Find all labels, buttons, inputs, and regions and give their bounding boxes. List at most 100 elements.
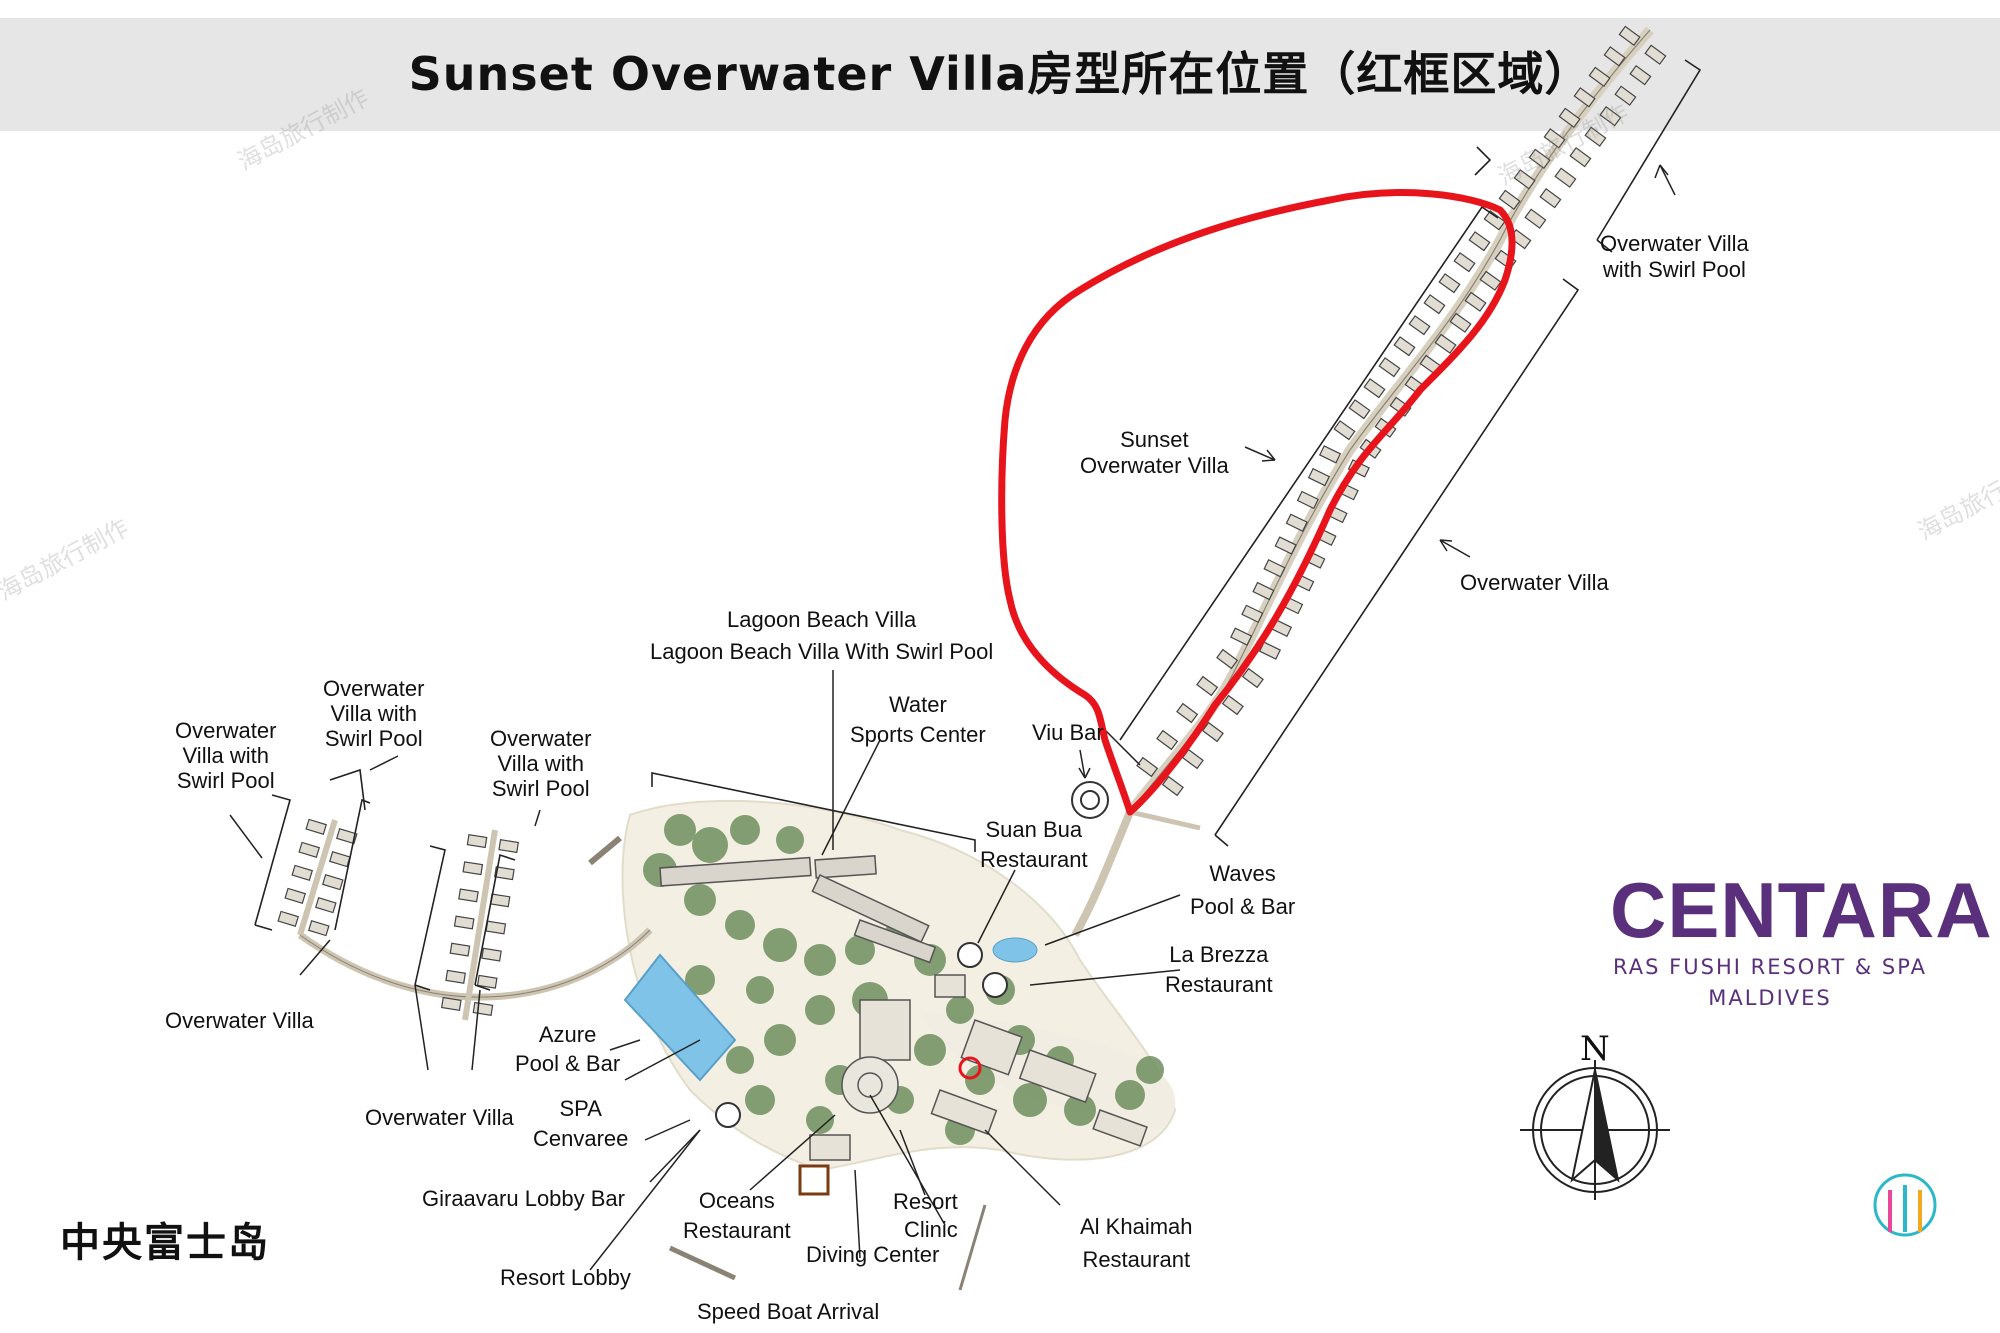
villa-marker xyxy=(1584,126,1607,147)
villa-marker xyxy=(1498,189,1521,210)
brand-location: MALDIVES xyxy=(1708,986,1832,1010)
highlight-region xyxy=(998,189,1516,816)
bracket-ov-right xyxy=(1214,278,1580,847)
villa-marker xyxy=(1241,604,1264,624)
villa-marker xyxy=(1539,188,1562,209)
villa-marker xyxy=(314,897,337,914)
villa-marker xyxy=(1363,378,1386,399)
villa-marker xyxy=(1348,399,1371,420)
waves-pool xyxy=(992,937,1038,963)
label-ov-left2: Overwater Villa xyxy=(365,1105,514,1130)
villa-marker xyxy=(1599,106,1622,127)
label-ov-swirl-right: Overwater Villa with Swirl Pool xyxy=(1600,231,1749,282)
label-giraavaru: Giraavaru Lobby Bar xyxy=(422,1186,625,1211)
villa-marker xyxy=(1483,210,1506,231)
villa-marker xyxy=(1408,315,1431,336)
villa-marker xyxy=(485,920,507,935)
label-speed-boat: Speed Boat Arrival xyxy=(697,1299,880,1324)
villa-marker xyxy=(466,834,488,849)
villa-marker xyxy=(1333,420,1356,441)
villa-marker xyxy=(1296,490,1319,510)
villa-marker xyxy=(1614,85,1637,106)
la-brezza-marker xyxy=(982,972,1008,998)
label-sunset-ov: Sunset Overwater Villa xyxy=(1080,427,1229,478)
villa-marker xyxy=(1449,312,1472,333)
villa-marker xyxy=(453,915,475,930)
villa-marker xyxy=(1434,333,1457,354)
villa-marker xyxy=(1230,627,1253,646)
jetty-left1 xyxy=(297,819,338,936)
villa-marker xyxy=(1464,291,1487,312)
villa-marker xyxy=(1201,721,1224,743)
bracket-boxes xyxy=(254,59,1702,991)
lagoon-beach-villas xyxy=(659,855,937,964)
villa-marker xyxy=(1378,357,1401,378)
villa-marker xyxy=(335,828,358,845)
villa-marker xyxy=(445,969,466,984)
villa-marker xyxy=(481,947,502,962)
bracket-sunset-ov xyxy=(1119,205,1499,741)
villa-marker xyxy=(1438,273,1461,294)
villa-marker xyxy=(498,839,520,854)
page-title: Sunset Overwater Villa房型所在位置（红框区域） xyxy=(408,47,1592,101)
villa-marker xyxy=(1644,44,1667,65)
label-diving: Diving Center xyxy=(806,1242,940,1267)
villa-marker xyxy=(1468,231,1491,252)
villa-marker xyxy=(489,893,511,908)
villa-marker xyxy=(1554,167,1577,188)
villa-marker xyxy=(1393,336,1416,357)
villa-marker xyxy=(1136,756,1159,778)
title-bar xyxy=(0,18,2000,131)
clinic-marker xyxy=(958,1056,982,1080)
villa-marker xyxy=(1161,775,1184,797)
villa-marker xyxy=(1263,559,1286,578)
villa-marker xyxy=(472,1001,494,1016)
villa-marker xyxy=(1196,675,1219,697)
villa-marker xyxy=(440,996,462,1011)
villa-marker xyxy=(1573,87,1596,108)
villa-marker xyxy=(277,910,300,927)
label-ov-swirl-left3: Overwater Villa with Swirl Pool xyxy=(490,726,592,801)
villa-marker xyxy=(449,942,471,957)
villa-marker xyxy=(1479,270,1502,291)
villa-marker xyxy=(1453,252,1476,273)
label-ov-left: Overwater Villa xyxy=(165,1008,314,1033)
label-resort-lobby: Resort Lobby xyxy=(500,1265,631,1290)
villa-marker xyxy=(307,920,330,937)
label-suan-bua: Suan Bua Restaurant xyxy=(980,817,1088,872)
villa-marker xyxy=(1603,46,1626,67)
diving-center-marker xyxy=(798,1164,830,1196)
label-resort-clinic: Resort Clinic xyxy=(893,1189,958,1242)
brand-subtitle: RAS FUSHI RESORT & SPA xyxy=(1613,955,1927,979)
giraavaru-marker xyxy=(715,1102,741,1128)
villa-marker xyxy=(1524,208,1547,229)
villa-marker xyxy=(1558,107,1581,128)
label-water-sports: Water Sports Center xyxy=(850,692,986,747)
villa-marker xyxy=(284,887,307,904)
bracket-left1 xyxy=(254,794,291,931)
villa-marker xyxy=(494,866,515,881)
villa-marker xyxy=(1513,169,1536,190)
villa-marker xyxy=(1423,294,1446,315)
family-logo-icon xyxy=(1873,1173,1937,1237)
label-al-khaimah: Al Khaimah Restaurant xyxy=(1080,1214,1193,1272)
compass-rose xyxy=(1520,1060,1670,1200)
villa-marker xyxy=(1543,128,1566,149)
label-ov-right: Overwater Villa xyxy=(1460,570,1609,595)
villa-marker xyxy=(298,841,321,858)
label-azure: Azure Pool & Bar xyxy=(515,1022,621,1076)
island-name: 中央富士岛 xyxy=(60,1219,270,1266)
villa-marker xyxy=(458,888,479,903)
villa-marker xyxy=(462,861,484,876)
jetty-left-arc-outline xyxy=(299,929,651,998)
villa-marker xyxy=(1221,694,1244,716)
jetty-left2 xyxy=(462,829,498,1021)
leader-lines xyxy=(229,164,1676,1271)
villa-marker xyxy=(476,974,498,989)
label-lagoon-beach: Lagoon Beach Villa Lagoon Beach Villa Wi… xyxy=(650,607,994,664)
villa-marker xyxy=(1156,729,1179,751)
villa-marker xyxy=(1528,148,1551,169)
label-ov-swirl-left1: Overwater Villa with Swirl Pool xyxy=(175,718,277,793)
villa-marker xyxy=(321,874,344,891)
